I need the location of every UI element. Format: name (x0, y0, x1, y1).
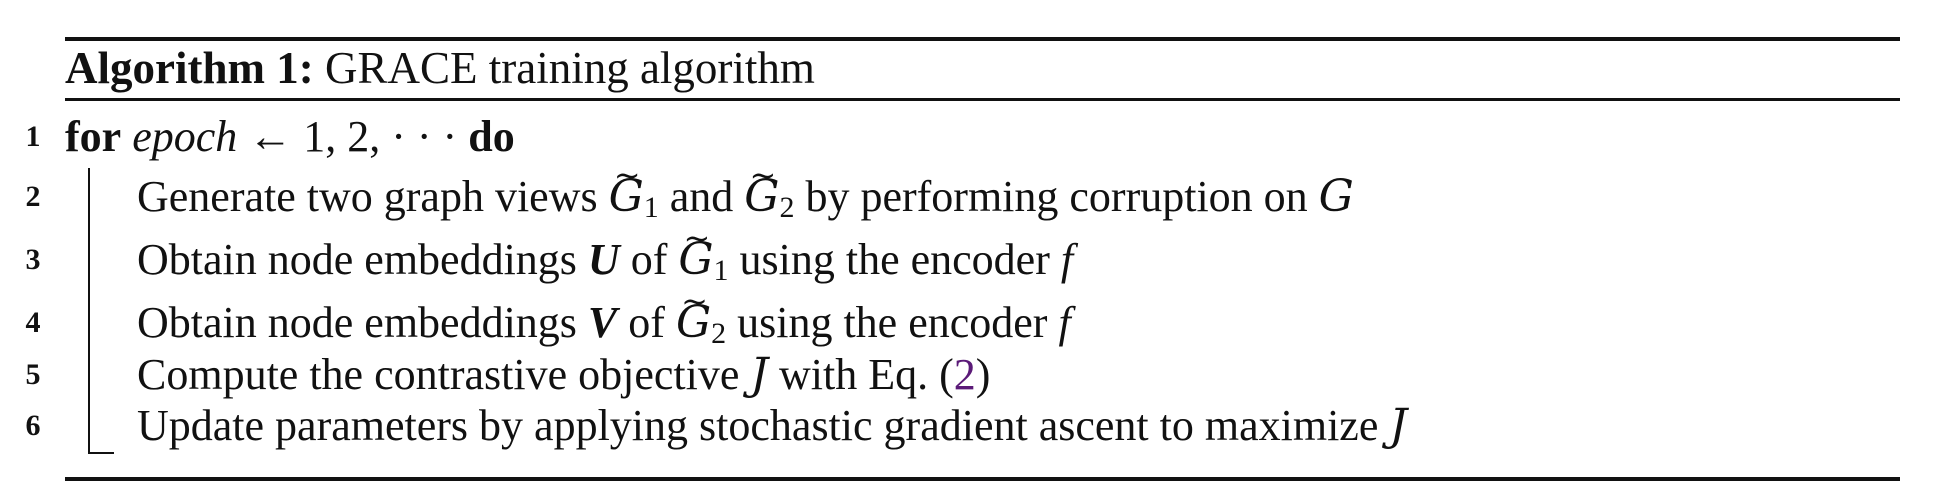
line-content: Obtain node embeddings U of G1 using the… (137, 212, 1074, 297)
line-text: using the encoder (726, 298, 1059, 347)
algorithm-line-4: 4 Obtain node embeddings V of G2 using t… (0, 275, 1900, 350)
line-text: of (619, 235, 679, 284)
algorithm-line-5: 5 Compute the contrastive objective J wi… (0, 349, 1900, 401)
algorithm-label: Algorithm 1: (65, 43, 314, 93)
keyword-for: for (65, 112, 122, 161)
caption-rule (65, 98, 1900, 101)
line-content: Obtain node embeddings V of G2 using the… (137, 275, 1071, 360)
line-text: ) (975, 350, 991, 399)
line-content: Compute the contrastive objective J with… (137, 349, 990, 401)
algorithm-line-6: 6 Update parameters by applying stochast… (0, 400, 1900, 452)
line-number: 4 (25, 306, 41, 339)
line-text: Obtain node embeddings (137, 298, 588, 347)
algorithm-line-2: 2 Generate two graph views G1 and G2 by … (0, 149, 1900, 224)
equation-reference-link[interactable]: 2 (953, 350, 976, 399)
embedding-matrix-symbol: V (587, 298, 618, 347)
top-rule (65, 37, 1900, 41)
encoder-symbol: f (1058, 298, 1071, 347)
loop-range: 1, 2, · · · (303, 112, 458, 161)
line-number: 1 (25, 120, 41, 153)
algorithm-title: GRACE training algorithm (324, 43, 815, 93)
line-text: Update parameters by applying stochastic… (137, 401, 1390, 450)
line-number: 6 (25, 409, 41, 442)
graph-view-symbol: G (744, 149, 779, 223)
line-text: Obtain node embeddings (137, 235, 588, 284)
line-number: 3 (25, 243, 41, 276)
keyword-do: do (468, 112, 515, 161)
line-content: for epoch ← 1, 2, · · · do (65, 111, 515, 163)
subscript: 1 (643, 191, 659, 224)
algorithm-line-3: 3 Obtain node embeddings U of G1 using t… (0, 212, 1900, 287)
objective-symbol: J (750, 349, 769, 400)
line-text: with Eq. ( (768, 350, 954, 399)
algorithm-line-1: 1 for epoch ← 1, 2, · · · do (0, 111, 1900, 163)
line-text: Compute the contrastive objective (137, 350, 751, 399)
algorithm-caption: Algorithm 1: GRACE training algorithm (65, 38, 815, 98)
line-number: 5 (25, 358, 41, 391)
loop-variable: epoch (132, 112, 238, 161)
loop-body-foot (88, 452, 114, 454)
line-number: 2 (25, 180, 41, 213)
encoder-symbol: f (1060, 235, 1074, 284)
bottom-rule (65, 477, 1900, 481)
subscript: 2 (779, 191, 795, 224)
line-text: of (617, 298, 676, 347)
embedding-matrix-symbol: U (587, 235, 620, 284)
line-text: by performing corruption on (794, 172, 1319, 221)
subscript: 1 (713, 254, 729, 287)
graph-symbol: G (1318, 171, 1354, 222)
graph-view-symbol: G (676, 275, 711, 349)
line-text: Generate two graph views (137, 172, 609, 221)
graph-view-symbol: G (609, 149, 644, 223)
line-content: Generate two graph views G1 and G2 by pe… (137, 149, 1354, 234)
assign-arrow: ← (248, 112, 293, 161)
objective-symbol: J (1389, 400, 1407, 451)
loop-body-bar (88, 168, 90, 454)
line-text: using the encoder (728, 235, 1061, 284)
line-content: Update parameters by applying stochastic… (137, 400, 1407, 452)
subscript: 2 (711, 317, 727, 350)
